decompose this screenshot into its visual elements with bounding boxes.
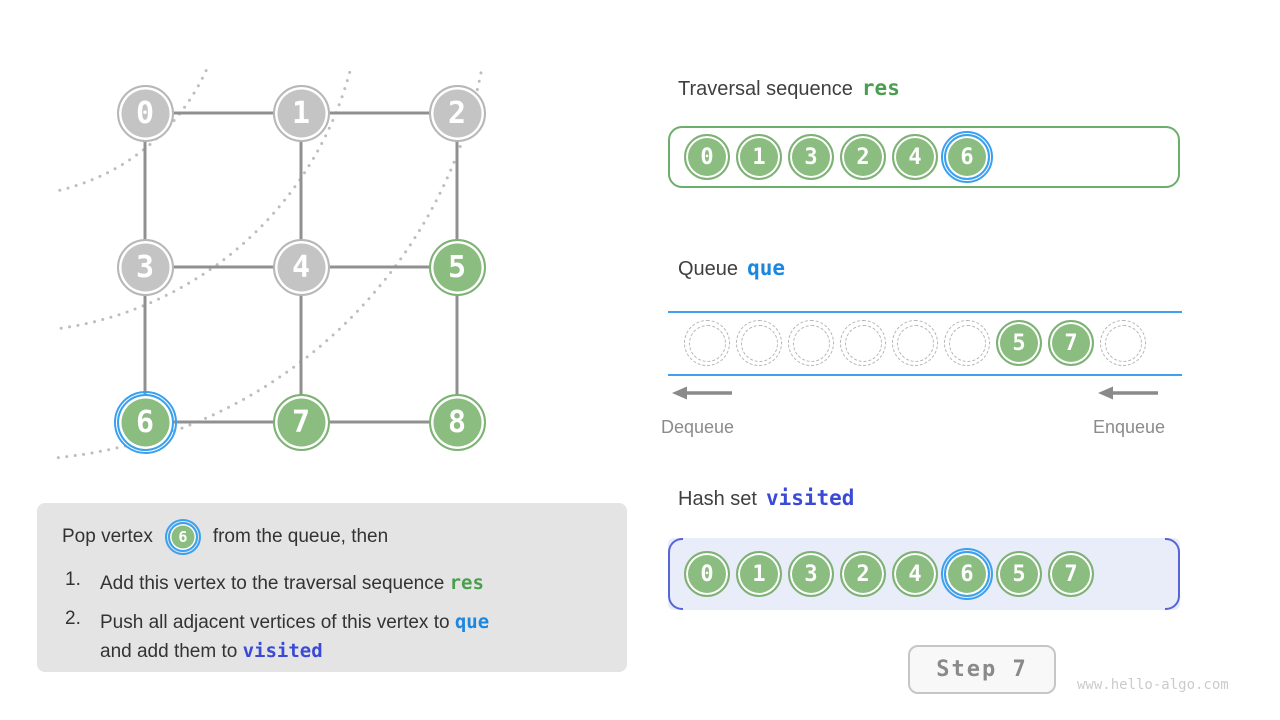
note-item-1: 1. Add this vertex to the traversal seque… — [65, 569, 627, 598]
graph-vertex-2: 2 — [428, 84, 486, 142]
popped-vertex-badge: 6 — [164, 518, 202, 555]
hashset-item-4: 4 — [892, 551, 938, 597]
hashset-title-text: Hash set — [678, 488, 757, 510]
dequeue-arrow-icon — [672, 386, 732, 400]
traversal-item-2: 2 — [840, 134, 886, 180]
dequeue-label: Dequeue — [661, 417, 735, 437]
note-text-line: and add them to visited — [100, 640, 323, 662]
empty-slot-inner-ring — [844, 324, 882, 362]
queue-empty-slot — [892, 320, 938, 366]
queue-top-line — [668, 311, 1182, 313]
note-item-number: 2. — [65, 608, 81, 629]
queue-empty-slot — [736, 320, 782, 366]
queue-item-5: 5 — [996, 320, 1042, 366]
graph-vertex-0: 0 — [116, 84, 174, 142]
hashset-left-bracket — [668, 538, 683, 610]
queue-empty-slot — [944, 320, 990, 366]
hashset-item-1: 1 — [736, 551, 782, 597]
step-explanation-box: Pop vertex 6 from the queue, then 1. Add … — [37, 503, 627, 672]
empty-slot-inner-ring — [740, 324, 778, 362]
hashset-item-6: 6 — [940, 547, 994, 601]
graph-vertex-5: 5 — [428, 238, 486, 296]
empty-slot-inner-ring — [948, 324, 986, 362]
graph-vertex-4: 4 — [272, 238, 330, 296]
watermark: www.hello-algo.com — [1077, 677, 1229, 693]
note-intro-line: Pop vertex 6 from the queue, then — [62, 518, 627, 555]
queue-empty-slot — [788, 320, 834, 366]
hashset-item-7: 7 — [1048, 551, 1094, 597]
graph-vertex-7: 7 — [272, 393, 330, 451]
empty-slot-inner-ring — [792, 324, 830, 362]
note-intro-pre: Pop vertex — [62, 525, 153, 547]
note-item-2: 2. Push all adjacent vertices of this ver… — [65, 608, 627, 666]
note-item-number: 1. — [65, 569, 81, 590]
traversal-title-text: Traversal sequence — [678, 78, 853, 100]
queue-panel-title: Queue que — [678, 256, 785, 281]
hashset-item-3: 3 — [788, 551, 834, 597]
empty-slot-inner-ring — [1104, 324, 1142, 362]
que-code-token: que — [747, 256, 785, 280]
enqueue-arrow-icon — [1098, 386, 1158, 400]
traversal-item-3: 3 — [788, 134, 834, 180]
hashset-item-2: 2 — [840, 551, 886, 597]
graph-vertex-3: 3 — [116, 238, 174, 296]
hashset-item-5: 5 — [996, 551, 1042, 597]
hashset-panel-title: Hash set visited — [678, 486, 854, 511]
hashset-right-bracket — [1165, 538, 1180, 610]
hashset-item-0: 0 — [684, 551, 730, 597]
queue-empty-slot — [684, 320, 730, 366]
graph-vertex-1: 1 — [272, 84, 330, 142]
graph-vertex-6: 6 — [113, 390, 177, 454]
empty-slot-inner-ring — [896, 324, 934, 362]
visited-code-token: visited — [765, 486, 855, 510]
queue-empty-slot — [1100, 320, 1146, 366]
enqueue-label: Enqueue — [1093, 417, 1166, 437]
queue-empty-slot — [840, 320, 886, 366]
traversal-item-6: 6 — [940, 130, 994, 184]
queue-item-7: 7 — [1048, 320, 1094, 366]
step-indicator-button[interactable]: Step 7 — [908, 645, 1056, 694]
traversal-item-1: 1 — [736, 134, 782, 180]
queue-bottom-line — [668, 374, 1182, 376]
note-item-list: 1. Add this vertex to the traversal seque… — [65, 569, 627, 666]
empty-slot-inner-ring — [688, 324, 726, 362]
res-code-token: res — [861, 76, 900, 100]
graph-vertex-8: 8 — [428, 393, 486, 451]
queue-title-text: Queue — [678, 258, 739, 280]
traversal-item-4: 4 — [892, 134, 938, 180]
note-text-line: Push all adjacent vertices of this verte… — [100, 611, 490, 633]
traversal-panel-title: Traversal sequence res — [678, 76, 900, 101]
traversal-item-0: 0 — [684, 134, 730, 180]
note-intro-post: from the queue, then — [212, 525, 389, 547]
note-text-line: Add this vertex to the traversal sequenc… — [100, 572, 484, 594]
